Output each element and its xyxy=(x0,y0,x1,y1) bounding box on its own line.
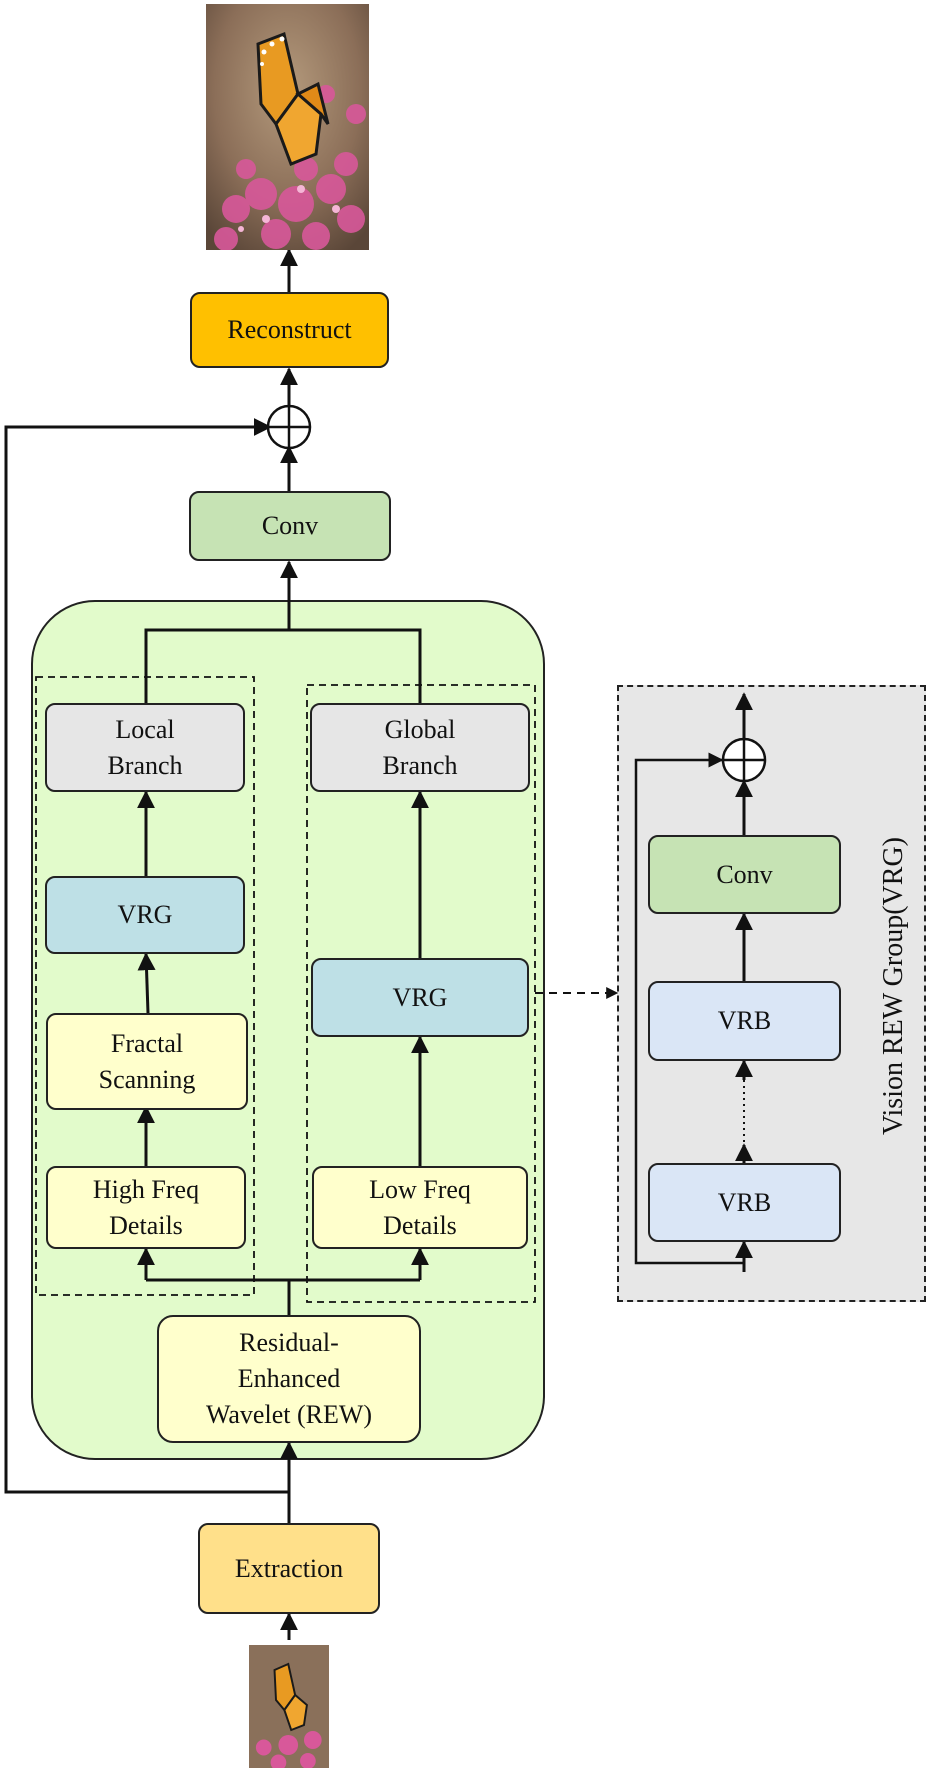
vrb-top-block: VRB xyxy=(648,981,841,1061)
butterfly-photo-icon xyxy=(206,4,369,250)
high-freq-block: High Freq Details xyxy=(46,1166,246,1249)
reconstruct-block: Reconstruct xyxy=(190,292,389,368)
detail-conv-block: Conv xyxy=(648,835,841,914)
circled-plus-icon xyxy=(266,404,312,450)
conv-block: Conv xyxy=(189,491,391,561)
vrg-right-label: VRG xyxy=(392,982,448,1012)
rew-block: Residual- Enhanced Wavelet (REW) xyxy=(157,1315,421,1443)
vrg-right-block: VRG xyxy=(311,958,529,1037)
vrb-bottom-block: VRB xyxy=(648,1163,841,1242)
low-freq-label: Low Freq Details xyxy=(369,1174,471,1240)
output-image xyxy=(206,4,369,250)
low-freq-block: Low Freq Details xyxy=(312,1166,528,1249)
circled-plus-icon xyxy=(721,737,767,783)
global-branch-label: Global Branch xyxy=(382,714,458,780)
input-image xyxy=(249,1645,329,1768)
reconstruct-label: Reconstruct xyxy=(227,315,352,344)
vrg-left-block: VRG xyxy=(45,876,245,954)
rew-label: Residual- Enhanced Wavelet (REW) xyxy=(205,1328,373,1429)
global-branch-block: Global Branch xyxy=(310,703,530,792)
butterfly-photo-small-icon xyxy=(249,1645,329,1768)
conv-label: Conv xyxy=(261,511,319,540)
high-freq-label: High Freq Details xyxy=(92,1174,200,1240)
detail-conv-label: Conv xyxy=(716,859,773,889)
vrb-bottom-label: VRB xyxy=(717,1187,772,1217)
vrg-left-label: VRG xyxy=(117,900,173,929)
vrg-detail-title: Vision REW Group(VRG) xyxy=(878,837,909,1136)
fractal-scanning-block: Fractal Scanning xyxy=(46,1013,248,1110)
local-branch-block: Local Branch xyxy=(45,703,245,792)
extraction-label: Extraction xyxy=(234,1553,344,1583)
fractal-scanning-label: Fractal Scanning xyxy=(98,1028,196,1094)
extraction-block: Extraction xyxy=(198,1523,380,1614)
local-branch-label: Local Branch xyxy=(107,714,183,780)
vrb-top-label: VRB xyxy=(717,1006,772,1035)
